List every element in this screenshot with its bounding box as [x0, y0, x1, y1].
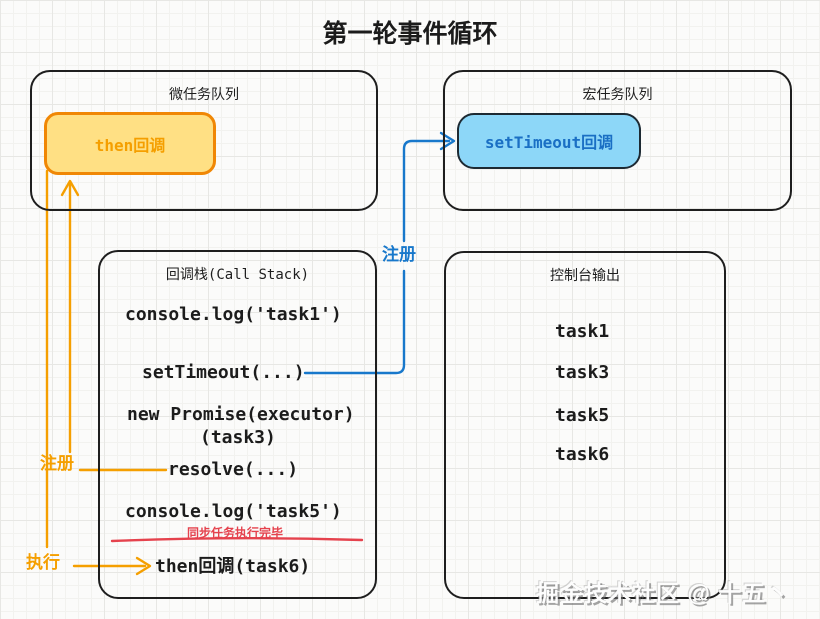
code-line-settimeout: setTimeout(...)	[142, 362, 305, 383]
code-line-task3: (task3)	[200, 427, 276, 448]
code-line-new-promise: new Promise(executor)	[127, 404, 355, 425]
execute-label: 执行	[26, 553, 60, 572]
macrotask-queue-title: 宏任务队列	[582, 87, 653, 103]
console-line-task1: task1	[555, 321, 610, 342]
sync-done-label: 同步任务执行完毕	[186, 526, 283, 540]
code-line-task5: console.log('task5')	[125, 501, 342, 522]
call-stack-box: 回调栈(Call Stack)	[98, 250, 377, 599]
code-line-task1: console.log('task1')	[125, 304, 342, 325]
console-line-task3: task3	[555, 362, 610, 383]
register-microtask-arrowhead-icon	[60, 179, 80, 197]
register-microtask-label: 注册	[40, 454, 74, 473]
console-output-box: 控制台输出	[444, 251, 726, 599]
call-stack-title: 回调栈(Call Stack)	[165, 267, 310, 283]
code-line-resolve: resolve(...)	[168, 459, 299, 480]
diagram-title: 第一轮事件循环	[322, 20, 498, 48]
console-line-task6: task6	[555, 444, 610, 465]
code-line-then-callback: then回调(task6)	[155, 556, 311, 577]
microtask-queue-box: 微任务队列 then回调	[30, 70, 378, 211]
settimeout-callback-chip: setTimeout回调	[457, 113, 641, 169]
execute-arrowhead-icon	[135, 556, 152, 576]
register-macrotask-arrow-lower	[303, 269, 406, 375]
register-macrotask-label: 注册	[382, 245, 416, 264]
console-line-task5: task5	[555, 405, 610, 426]
sync-done-divider-line	[110, 537, 364, 543]
register-macrotask-arrowhead-icon	[439, 131, 456, 151]
console-output-title: 控制台输出	[550, 268, 620, 284]
microtask-queue-title: 微任务队列	[169, 87, 239, 103]
macrotask-queue-box: 宏任务队列 setTimeout回调	[443, 70, 792, 211]
then-callback-chip: then回调	[44, 112, 216, 175]
register-macrotask-arrow-upper	[402, 139, 451, 243]
watermark: 掘金技术社区 @ 十五丶	[536, 580, 791, 606]
